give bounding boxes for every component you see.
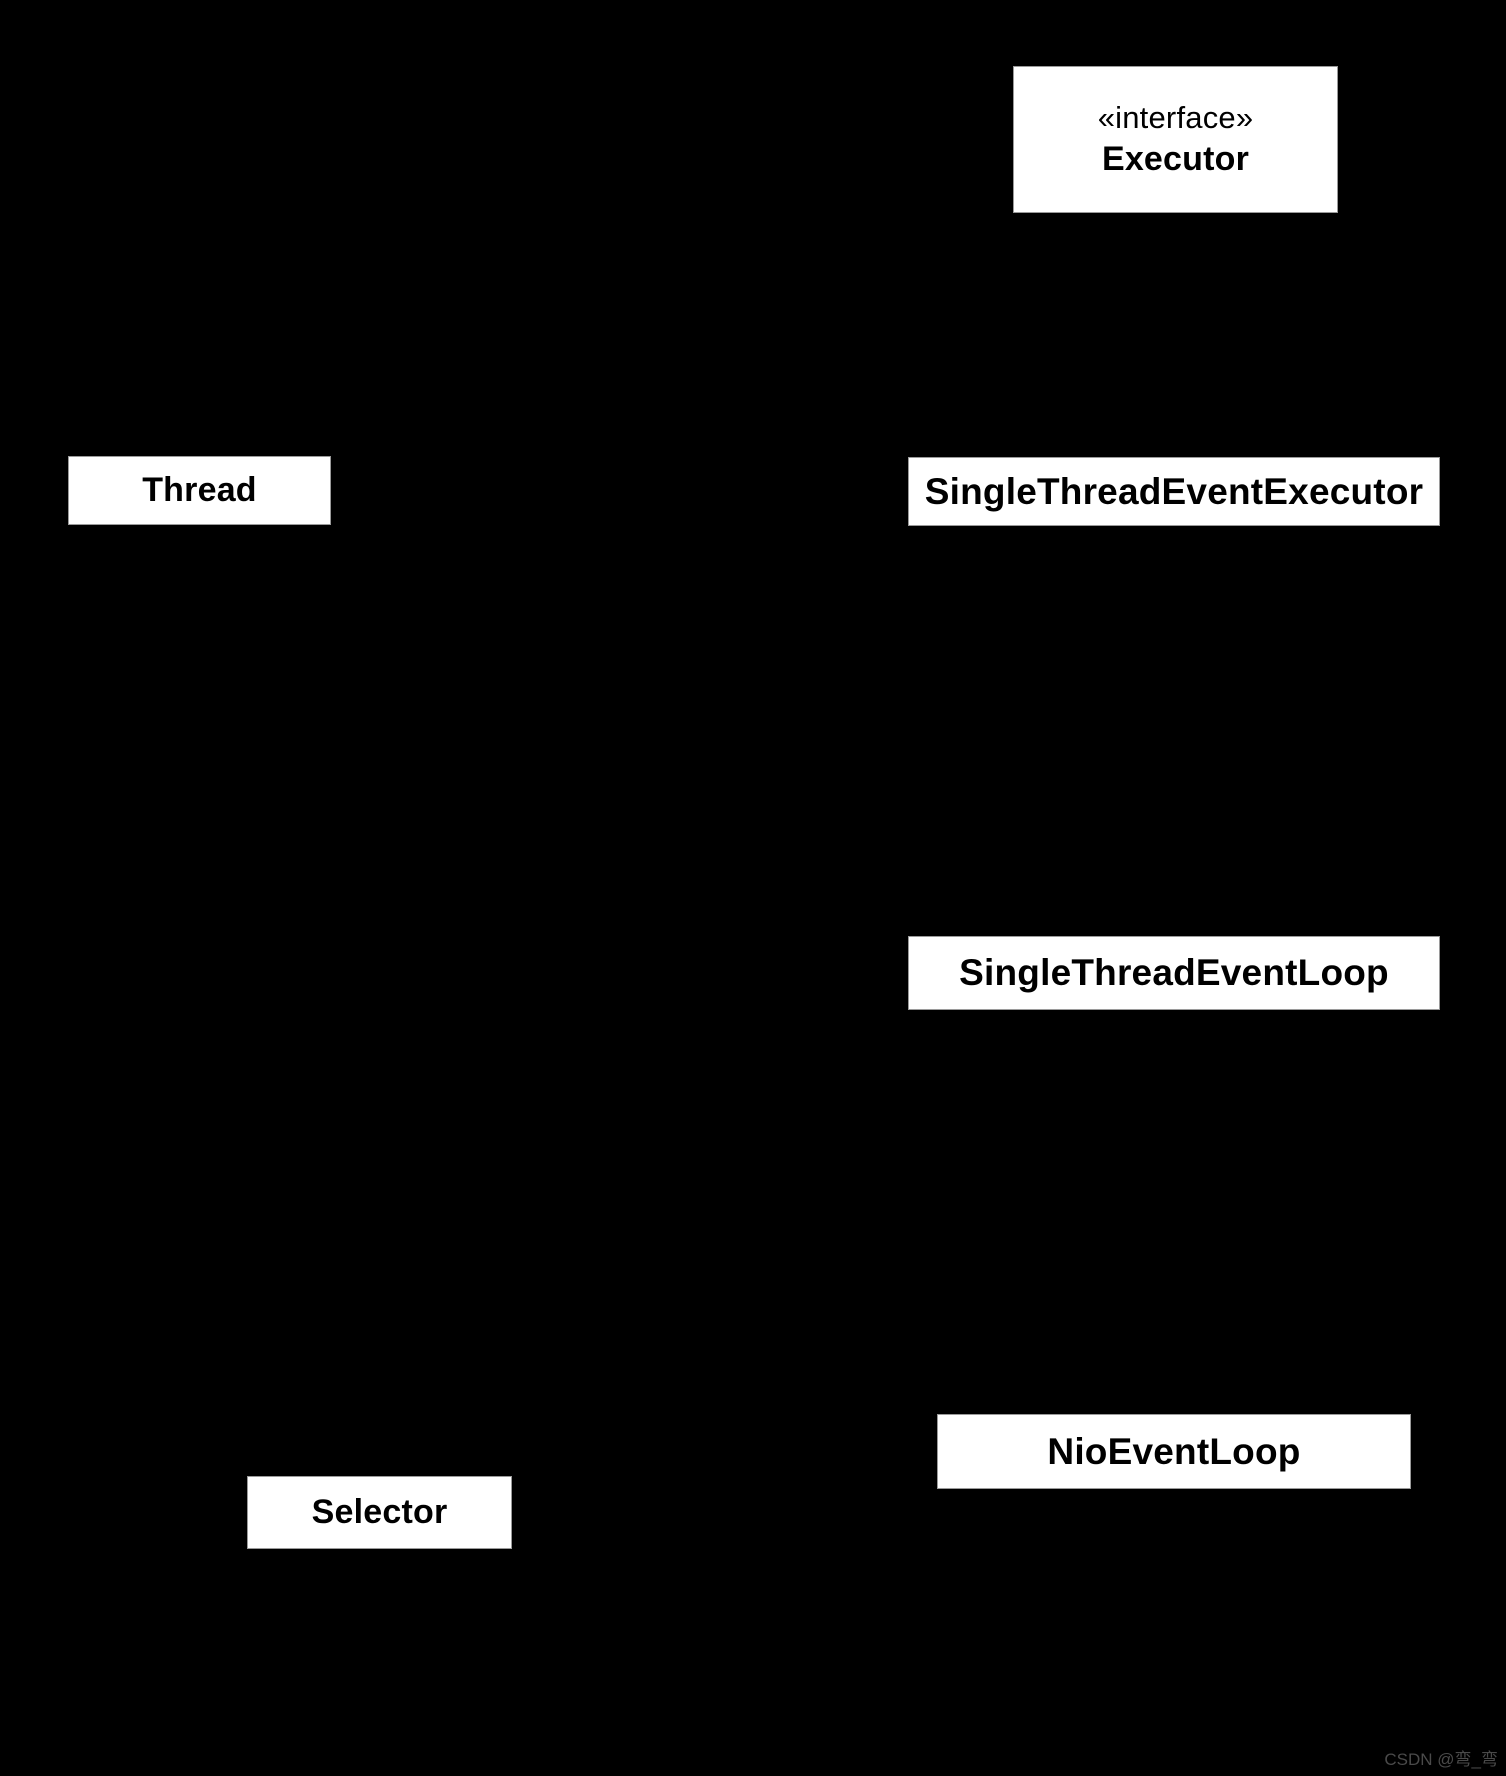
single-thread-event-loop-class-name: SingleThreadEventLoop [959,952,1389,994]
uml-class-single-thread-event-loop[interactable]: SingleThreadEventLoop [908,936,1440,1010]
thread-class-name: Thread [142,471,257,510]
executor-stereotype-label: «interface» [1097,100,1254,136]
nio-event-loop-class-name: NioEventLoop [1047,1430,1301,1472]
single-thread-event-executor-class-name: SingleThreadEventExecutor [924,470,1424,512]
uml-class-single-thread-event-executor[interactable]: SingleThreadEventExecutor [908,457,1440,526]
uml-class-nio-event-loop[interactable]: NioEventLoop [937,1414,1411,1489]
selector-class-name: Selector [311,1493,448,1532]
executor-class-name: Executor [1101,139,1250,178]
uml-class-executor[interactable]: «interface» Executor [1013,66,1338,213]
csdn-watermark: CSDN @弯_弯 [1384,1750,1498,1769]
uml-class-selector[interactable]: Selector [247,1476,512,1549]
uml-class-thread[interactable]: Thread [68,456,331,525]
